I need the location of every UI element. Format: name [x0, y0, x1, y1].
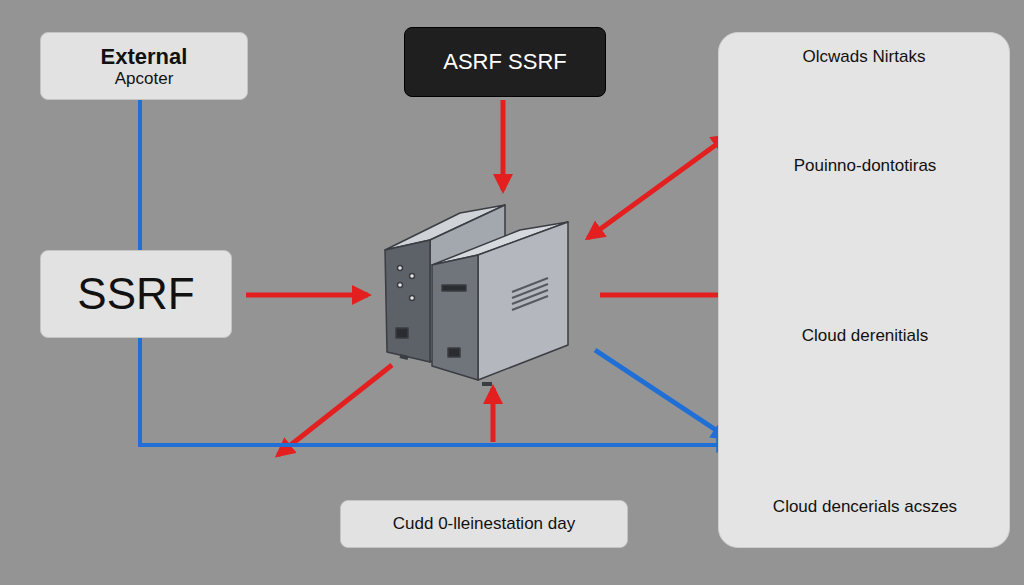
cloud-access-node: Cloud dencerials acszes: [729, 383, 1001, 523]
node-text: ASRF SSRF: [443, 49, 566, 74]
server-illustration: [385, 205, 568, 384]
node-text: Apcoter: [115, 69, 174, 89]
attack-box: ASRF SSRF: [404, 27, 606, 97]
attacker-node: Pouinno-dontotiras: [729, 149, 1001, 183]
attack-arrows: [246, 100, 738, 455]
target-panel: Olcwads NirtaksPouinno-dontotirasCloud d…: [718, 32, 1010, 548]
node-text: Cloud dencerials acszes: [773, 497, 957, 517]
node-text: Pouinno-dontotiras: [794, 156, 937, 176]
actor-box: ExternalApcoter: [40, 32, 248, 100]
node-text: External: [101, 44, 188, 69]
ssrf-box: SSRF: [40, 250, 232, 338]
node-text: Cloud derenitials: [802, 326, 929, 346]
node-text: SSRF: [77, 269, 194, 320]
caption-box: Cudd 0-lleinestation day: [340, 500, 628, 548]
node-text: Olcwads Nirtaks: [803, 47, 926, 67]
cloud-node: Cloud derenitials: [729, 318, 1001, 354]
exfil-arrow: [595, 350, 728, 438]
node-text: Cudd 0-lleinestation day: [393, 514, 575, 534]
